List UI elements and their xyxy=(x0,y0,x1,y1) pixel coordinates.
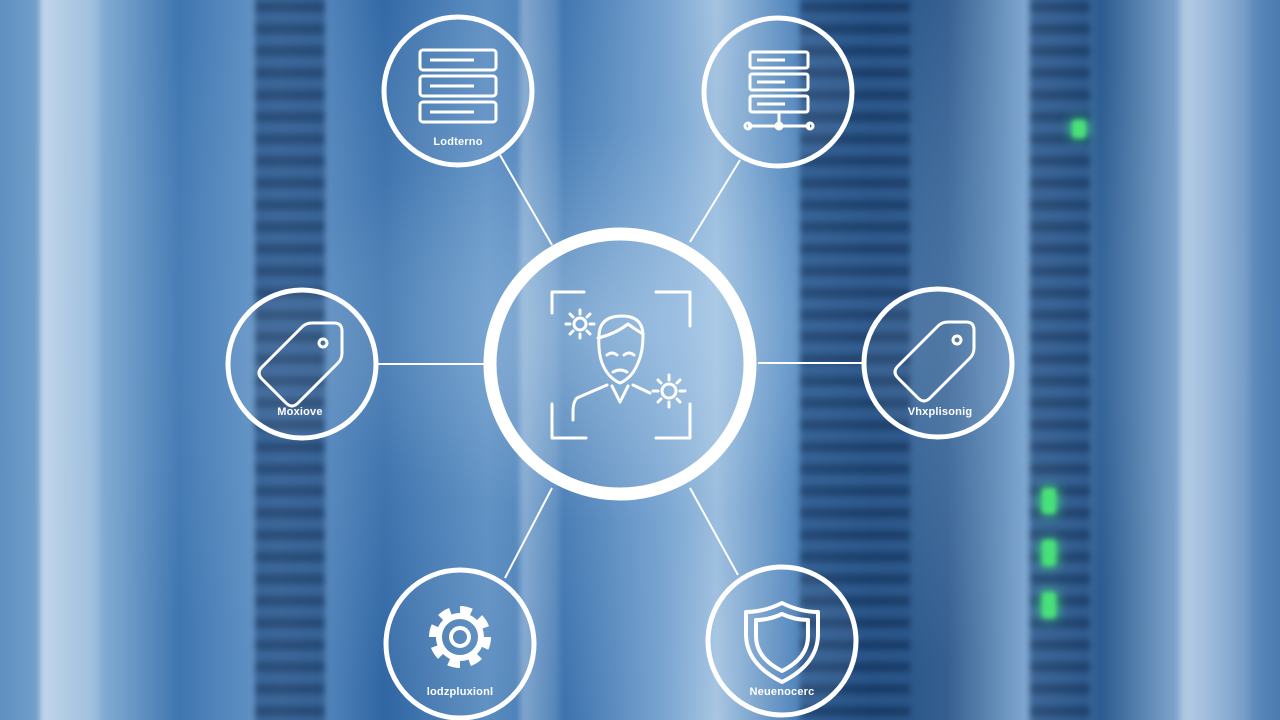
gear-icon xyxy=(429,606,491,668)
node-mid-right[interactable]: Vhxplisonig xyxy=(861,286,1015,440)
tag-icon xyxy=(893,320,976,403)
node-bottom-right[interactable]: Neuenocerc xyxy=(705,564,859,718)
node-label-mid-left: Moxiove xyxy=(277,406,322,418)
node-top-left[interactable]: Lodterno xyxy=(381,14,535,168)
server-stack-icon xyxy=(418,48,498,124)
tag-icon xyxy=(257,321,344,408)
status-leds xyxy=(1042,488,1056,644)
node-mid-left[interactable]: Moxiove xyxy=(225,287,379,441)
network-server-icon xyxy=(743,50,815,131)
node-label-top-left: Lodterno xyxy=(433,136,482,148)
central-node[interactable] xyxy=(483,227,757,501)
node-top-right[interactable] xyxy=(701,15,855,169)
face-recognition-gears-icon xyxy=(550,290,692,440)
connector-lines xyxy=(376,154,864,579)
node-label-bottom-left: lodzpluxionl xyxy=(427,686,494,698)
node-label-bottom-right: Neuenocerc xyxy=(750,686,815,698)
node-label-mid-right: Vhxplisonig xyxy=(908,406,973,418)
node-bottom-left[interactable]: lodzpluxionl xyxy=(383,567,537,720)
shield-icon xyxy=(744,601,820,684)
